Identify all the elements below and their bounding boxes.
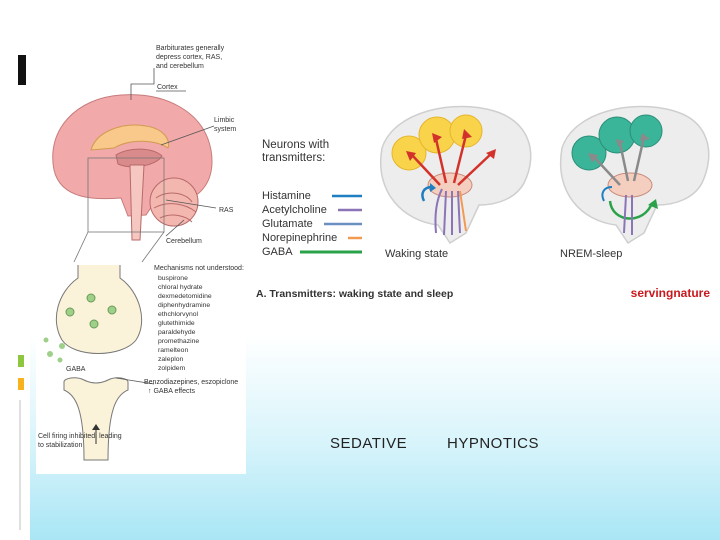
waking-state-label: Waking state [385,248,448,260]
sleep-green-arc [608,200,654,220]
vesicle-4 [89,319,99,329]
sedative-mechanism-figure: Barbiturates generally depress cortex, R… [36,40,246,474]
cell-firing-note: Cell firing inhibited, leading to stabil… [38,433,124,449]
mechanisms-title: Mechanisms not understood: [154,265,244,272]
accent-bar-green [18,355,24,367]
legend-label-acetylcholine: Acetylcholine [262,204,327,216]
release-dot-3 [43,337,49,343]
drug-item: glutethimide [158,320,195,327]
neurons-title: Neurons with transmitters: [262,139,332,164]
drug-item: diphenhydramine [158,302,210,309]
barbiturates-note: Barbiturates generally depress cortex, R… [156,45,226,70]
gaba-label: GABA [66,366,86,373]
callout-barbiturates [130,68,155,100]
sleep-purple-arrows [623,194,633,235]
accent-bar-orange [18,378,24,390]
figure-caption: A. Transmitters: waking state and sleep [256,288,453,300]
presynaptic-terminal [55,265,143,354]
arrowhead [640,133,650,141]
drug-item: zolpidem [158,365,186,372]
accent-bar-thin [19,400,21,530]
sedative-mechanism-svg: Barbiturates generally depress cortex, R… [38,45,244,461]
sleep-blue-arrow [601,186,613,202]
sleep-thalamus [607,172,653,198]
inhibition-arrowhead [92,424,100,430]
cortex-label: Cortex [157,84,178,91]
arrowhead [486,149,496,159]
transmitters-figure: Neurons with transmitters: Histamine Ace… [254,93,712,305]
vesicle-1 [65,307,75,317]
vesicle-3 [107,305,117,315]
drug-item: dexmedetomidine [158,293,212,300]
drug-list: buspirone chloral hydrate dexmedetomidin… [158,275,212,372]
arrowhead [616,139,624,147]
arrowhead [430,183,436,192]
release-dot-4 [57,357,63,363]
drug-item: chloral hydrate [158,284,203,291]
callout-benzo [115,377,155,385]
zoom-line-right [141,231,165,263]
caption-sedative: SEDATIVE [330,435,408,452]
drug-item: promethazine [158,338,199,345]
legend-label-gaba: GABA [262,246,293,258]
ras-label: RAS [219,207,234,214]
limbic-shape [90,124,170,151]
waking-purple-arrows [434,188,461,236]
drug-item: ethchlorvynol [158,311,199,318]
limbic-label: Limbic system [214,117,236,133]
arrowhead [462,129,472,139]
legend-label-histamine: Histamine [262,190,311,202]
benzo-note: Benzodiazepines, eszopiclone ↑ GABA effe… [144,379,240,395]
drug-item: paraldehyde [158,329,196,336]
cerebellum-folds [153,192,197,223]
waking-red-arrows [411,134,493,186]
sleep-gray-arrows [593,136,646,186]
sleep-cortex-area [629,114,663,148]
nrem-sleep-label: NREM-sleep [560,248,622,260]
arrowhead [432,133,442,143]
release-dot-1 [59,343,65,349]
zoom-box [87,157,165,233]
zoom-line-left [73,231,89,263]
sleep-cortex-area [598,116,636,154]
callout-limbic [160,125,215,146]
legend-label-norepinephrine: Norepinephrine [262,232,337,244]
watermark: servingnature [631,286,711,300]
legend-label-glutamate: Glutamate [262,218,313,230]
drug-item: ramelteon [158,347,188,354]
callout-cerebellum [165,219,185,237]
waking-orange-arrow [459,190,467,232]
drug-item: zaleplon [158,356,184,363]
arrowhead [406,151,416,161]
transmitters-svg: Neurons with transmitters: Histamine Ace… [256,105,711,300]
vesicle-2 [86,293,96,303]
release-dot-2 [47,351,53,357]
drug-item: buspirone [158,275,188,282]
callout-ras [165,199,217,209]
arrowhead [648,199,658,209]
caption-hypnotics: HYPNOTICS [447,435,540,452]
accent-bar-black [18,55,26,85]
brainstem-shape [129,164,145,241]
transmitter-legend: Histamine Acetylcholine Glutamate Norepi… [262,190,362,258]
left-rule [18,0,21,540]
cerebellum-label: Cerebellum [166,238,202,245]
cerebellum-shape [149,177,199,227]
arrowhead [588,153,598,163]
